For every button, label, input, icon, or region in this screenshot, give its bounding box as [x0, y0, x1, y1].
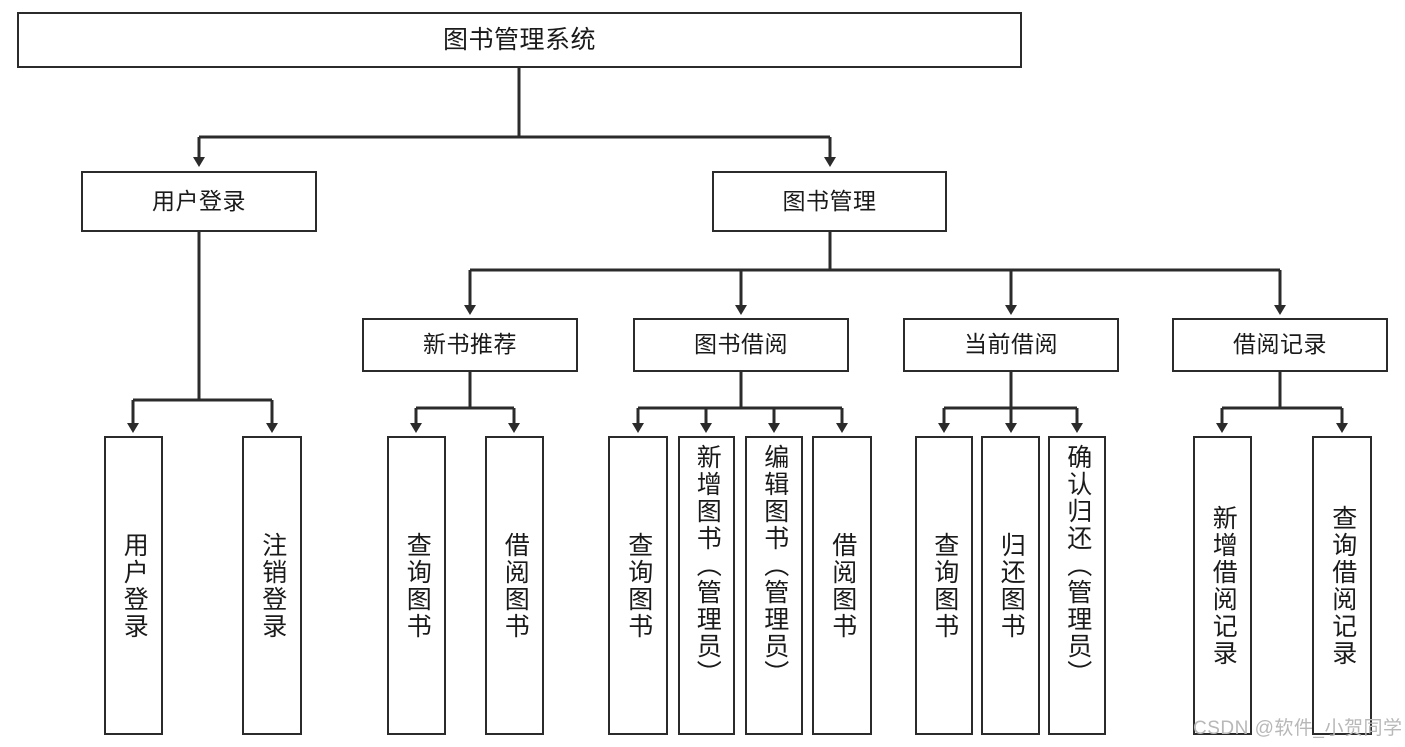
edge-bookmgmt-to-level2 — [464, 232, 1286, 315]
leaf-return-books-label: 归还图书 — [997, 531, 1026, 640]
node-new-book-recommend-label: 新书推荐 — [423, 331, 517, 358]
edge-root-to-level1 — [193, 68, 836, 167]
leaf-user-login[interactable]: 用户登录 — [104, 436, 163, 735]
leaf-add-book-admin-label: 新增图书（管理员） — [693, 444, 722, 687]
edge-borrow-to-leaves — [632, 372, 848, 433]
node-book-borrow-label: 图书借阅 — [694, 331, 788, 358]
leaf-logout[interactable]: 注销登录 — [242, 436, 302, 735]
node-book-management-label: 图书管理 — [782, 187, 877, 214]
leaf-borrow-books-recommend[interactable]: 借阅图书 — [485, 436, 544, 735]
leaf-return-books[interactable]: 归还图书 — [981, 436, 1040, 735]
leaf-add-book-admin[interactable]: 新增图书（管理员） — [678, 436, 735, 735]
node-current-borrow[interactable]: 当前借阅 — [903, 318, 1119, 372]
leaf-borrow-books-recommend-label: 借阅图书 — [501, 531, 530, 640]
edge-userlogin-to-leaves — [127, 232, 278, 433]
node-current-borrow-label: 当前借阅 — [964, 331, 1058, 358]
leaf-logout-label: 注销登录 — [258, 531, 287, 640]
node-user-login-label: 用户登录 — [152, 187, 246, 214]
node-root-label: 图书管理系统 — [442, 26, 596, 54]
node-root[interactable]: 图书管理系统 — [17, 12, 1022, 68]
leaf-query-books-recommend[interactable]: 查询图书 — [387, 436, 446, 735]
leaf-query-books-recommend-label: 查询图书 — [403, 531, 432, 640]
leaf-query-borrow-record[interactable]: 查询借阅记录 — [1312, 436, 1372, 735]
node-book-borrow[interactable]: 图书借阅 — [633, 318, 849, 372]
edge-newbook-to-leaves — [410, 372, 520, 433]
leaf-confirm-return-admin[interactable]: 确认归还（管理员） — [1048, 436, 1106, 735]
leaf-query-borrow-record-label: 查询借阅记录 — [1328, 504, 1357, 667]
node-borrow-records[interactable]: 借阅记录 — [1172, 318, 1388, 372]
leaf-edit-book-admin[interactable]: 编辑图书（管理员） — [745, 436, 803, 735]
node-borrow-records-label: 借阅记录 — [1233, 331, 1327, 358]
leaf-query-books-current-label: 查询图书 — [930, 531, 959, 640]
leaf-borrow-books-label: 借阅图书 — [828, 531, 857, 640]
edge-current-to-leaves — [938, 372, 1083, 433]
leaf-borrow-books[interactable]: 借阅图书 — [812, 436, 872, 735]
leaf-query-books-borrow[interactable]: 查询图书 — [608, 436, 668, 735]
watermark: CSDN @软件_小贺同学 — [1193, 718, 1403, 739]
node-book-management[interactable]: 图书管理 — [712, 171, 947, 232]
leaf-add-borrow-record[interactable]: 新增借阅记录 — [1193, 436, 1252, 735]
leaf-edit-book-admin-label: 编辑图书（管理员） — [760, 444, 789, 687]
leaf-query-books-current[interactable]: 查询图书 — [915, 436, 973, 735]
node-user-login[interactable]: 用户登录 — [81, 171, 317, 232]
leaf-query-books-borrow-label: 查询图书 — [624, 531, 653, 640]
node-new-book-recommend[interactable]: 新书推荐 — [362, 318, 578, 372]
leaf-user-login-label: 用户登录 — [120, 531, 149, 640]
leaf-confirm-return-admin-label: 确认归还（管理员） — [1063, 444, 1092, 687]
leaf-add-borrow-record-label: 新增借阅记录 — [1209, 504, 1238, 667]
edge-records-to-leaves — [1216, 372, 1348, 433]
